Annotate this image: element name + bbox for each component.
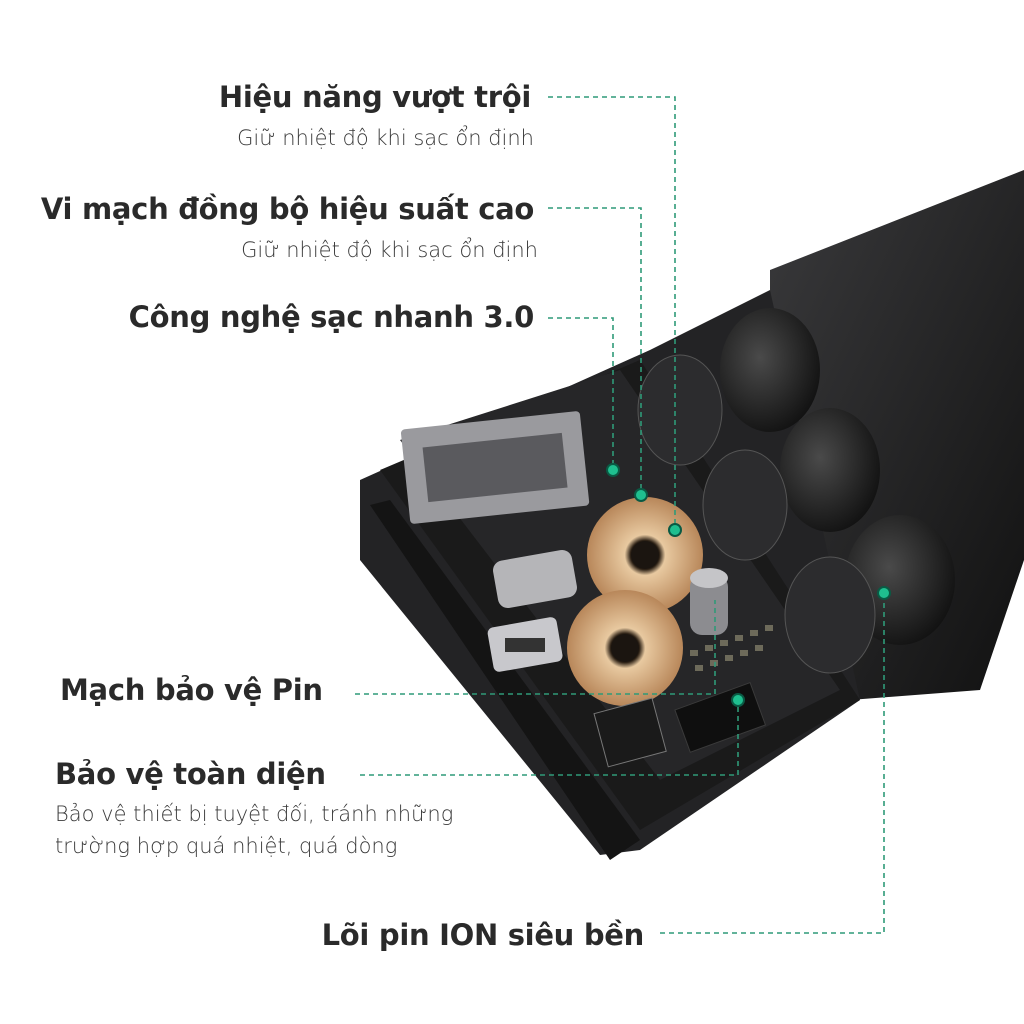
circuit-board <box>400 370 840 780</box>
callout-dot <box>634 488 648 502</box>
leader-lines <box>355 96 885 934</box>
feature-title-battery-protection: Mạch bảo vệ Pin <box>60 673 323 707</box>
callout-dot <box>606 463 620 477</box>
capacitor <box>493 550 577 608</box>
battery-cells <box>637 308 955 674</box>
feature-subtitle-performance: Giữ nhiệt độ khi sạc ổn định <box>237 126 534 150</box>
callout-dot <box>877 586 891 600</box>
feature-title-sync-chip: Vi mạch đồng bộ hiệu suất cao <box>40 192 534 226</box>
leader-line-full-protection <box>360 700 739 776</box>
leader-line-battery-protection <box>355 600 716 695</box>
feature-subtitle-sync-chip: Giữ nhiệt độ khi sạc ổn định <box>241 238 538 262</box>
callout-dot <box>668 523 682 537</box>
feature-title-ion-core: Lõi pin ION siêu bền <box>321 918 645 952</box>
leader-line-ion-core <box>660 593 885 934</box>
leader-line-sync-chip <box>548 207 642 495</box>
callout-dots <box>606 463 891 707</box>
callout-dot <box>731 693 745 707</box>
feature-title-performance: Hiệu năng vượt trội <box>218 80 531 114</box>
feature-title-full-protection: Bảo vệ toàn diện <box>55 757 326 791</box>
leader-line-fast-charge <box>548 317 614 470</box>
leader-line-performance <box>548 96 676 530</box>
feature-desc-line-2: trường hợp quá nhiệt, quá dòng <box>55 834 398 858</box>
inductor-cap <box>690 575 728 635</box>
feature-title-fast-charge: Công nghệ sạc nhanh 3.0 <box>128 300 535 334</box>
feature-desc-line-1: Bảo vệ thiết bị tuyệt đối, tránh những <box>55 802 454 826</box>
switch <box>593 697 667 768</box>
